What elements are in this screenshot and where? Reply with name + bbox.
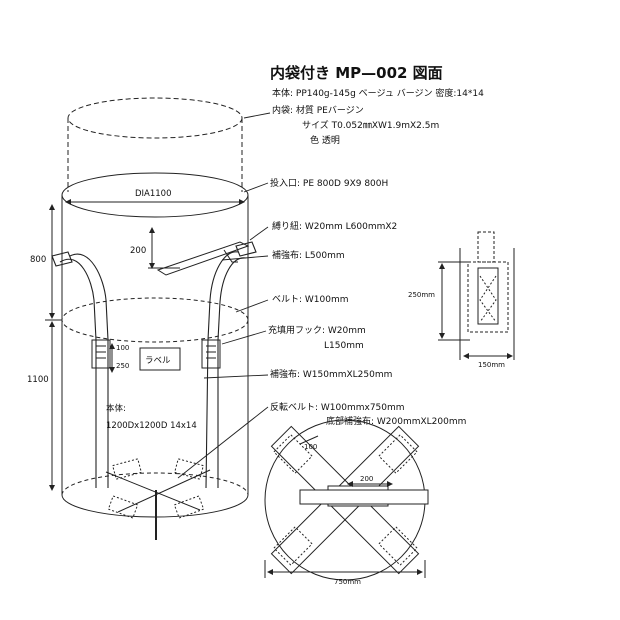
diameter-dimension: DIA1100 <box>65 189 245 205</box>
spec-filling-hook-length: L150mm <box>324 341 364 351</box>
spec-filling-hook: 充填用フック: W20mm <box>268 324 366 336</box>
spec-body: 本体: PP140g-145g ベージュ バージン 密度:14*14 <box>272 87 484 99</box>
filling-hooks <box>91 339 221 373</box>
bottom-dim-100-label: 100 <box>304 443 317 451</box>
tie-cord-dimension <box>148 227 250 276</box>
spec-inner-bag: 内袋: 材質 PEバージン <box>272 104 364 116</box>
body-caption: 本体: <box>106 403 126 414</box>
detail-width-label: 150mm <box>478 361 505 369</box>
dim-200-label: 200 <box>130 246 146 256</box>
spec-inner-color: 色 透明 <box>310 134 340 146</box>
spec-tie-cord: 縛り紐: W20mm L600mmX2 <box>272 220 397 232</box>
spec-belt: ベルト: W100mm <box>272 295 349 305</box>
spec-bottom-reinforce: 底部補強布: W200mmXL200mm <box>326 415 466 427</box>
dim-100-label: 100 <box>116 344 129 352</box>
bottom-dim-200-label: 200 <box>360 475 373 483</box>
bag-bottom-belts <box>105 458 211 540</box>
spec-reinforce-cloth: 補強布: L500mm <box>272 249 345 261</box>
dim-800-label: 800 <box>30 255 46 265</box>
body-dims: 1200Dx1200D 14x14 <box>106 421 197 431</box>
bottom-width-label: 750mm <box>334 578 361 586</box>
drawing-title: 内袋付き MP—002 図面 <box>270 64 443 82</box>
detail-height-label: 250mm <box>408 291 435 299</box>
dim-250-label: 250 <box>116 362 129 370</box>
height-dimensions <box>45 204 62 491</box>
spec-reverse-belt: 反転ベルト: W100mmx750mm <box>270 402 405 413</box>
bag-outline <box>61 97 249 518</box>
reinforce-detail <box>438 231 515 360</box>
spec-reinforce-cloth2: 補強布: W150mmXL250mm <box>270 368 392 380</box>
diameter-label: DIA1100 <box>135 189 172 199</box>
leader-lines <box>177 112 271 479</box>
label-tag-text: ラベル <box>145 356 171 366</box>
label-tag-box <box>139 347 181 371</box>
spec-inlet: 投入口: PE 800D 9X9 800H <box>270 177 388 189</box>
spec-inner-size: サイズ T0.052㎜XW1.9mX2.5m <box>302 119 439 131</box>
bottom-view <box>264 419 429 581</box>
dim-1100-label: 1100 <box>27 375 49 385</box>
